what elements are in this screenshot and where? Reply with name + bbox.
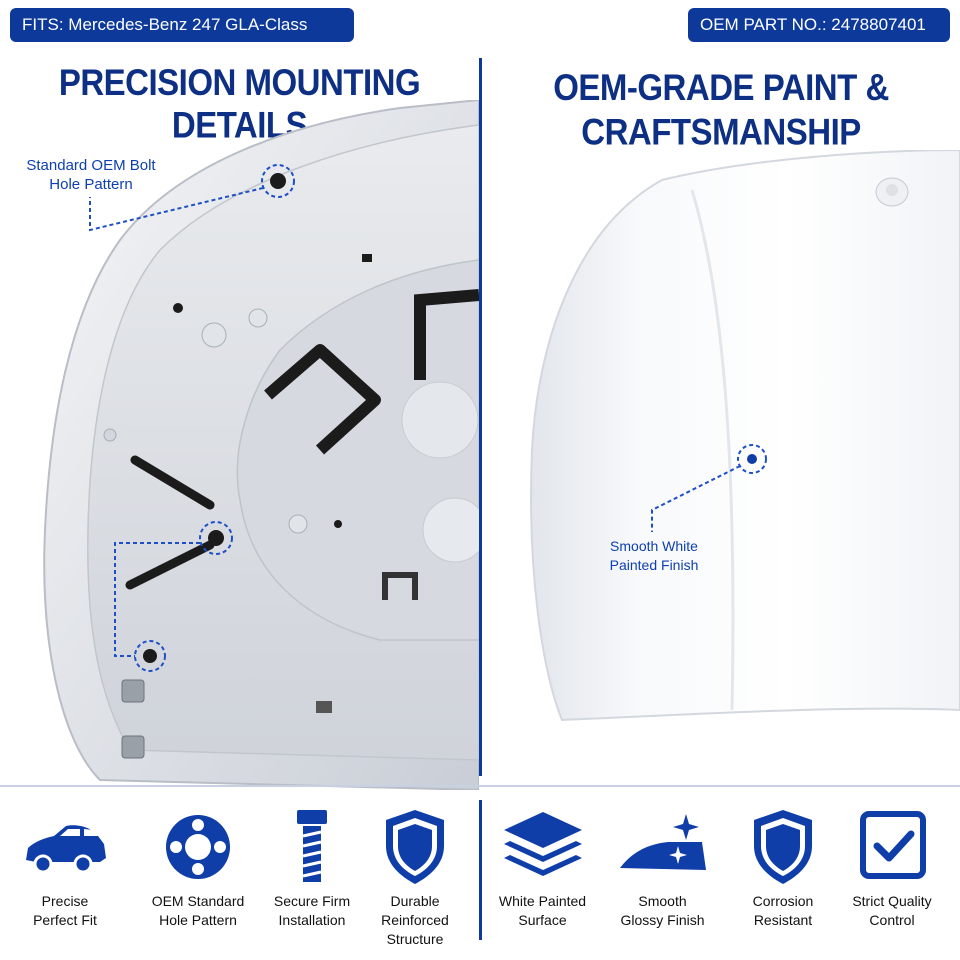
right-heading-line1: OEM-GRADE PAINT & [553,66,889,108]
car-icon [26,825,106,874]
painted-finish-callout: Smooth White Painted Finish [609,538,699,573]
bolt-icon [297,810,327,882]
checkbox-icon [860,811,926,879]
left-panel-heading: PRECISION MOUNTING DETAILS [58,61,421,146]
bolt-hole-callout: Standard OEM Bolt Hole Pattern [26,157,156,193]
top-vertical-divider [479,58,482,776]
shield-check-icon [754,810,812,884]
hood-top-image [530,150,960,722]
fits-badge: FITS: Mercedes-Benz 247 GLA-Class [10,8,354,42]
bottom-vertical-divider [479,800,482,940]
shield-icon [386,810,444,884]
part-number-badge: OEM PART NO.: 2478807401 [688,8,950,42]
right-heading-line2: CRAFTSMANSHIP [581,111,861,153]
bottom-section-divider [0,785,960,787]
hood-underside-image [43,100,479,790]
right-panel-heading: OEM-GRADE PAINT & CRAFTSMANSHIP [482,65,960,155]
layers-icon [503,812,582,876]
hole-pattern-icon [166,815,230,879]
glossy-hood-icon [619,814,706,870]
